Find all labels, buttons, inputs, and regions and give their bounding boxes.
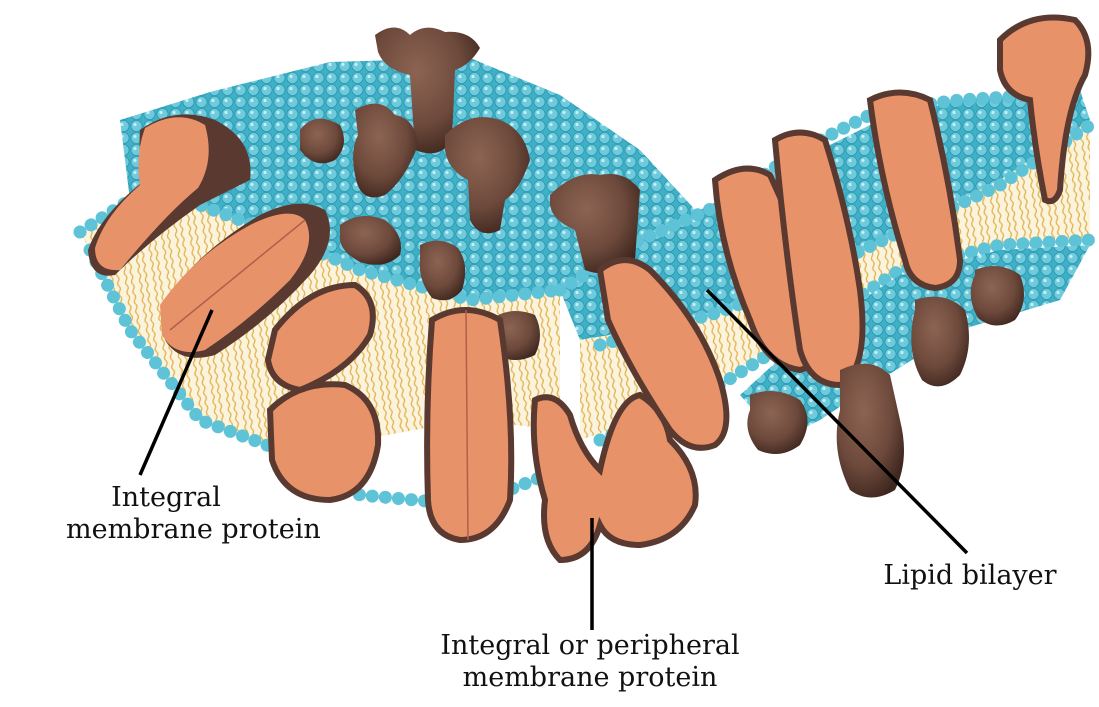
underside-protein-1 [747, 391, 807, 454]
underside-protein-3 [911, 297, 969, 387]
label-integral-line2: membrane protein [66, 514, 266, 546]
label-integral-line1: Integral [66, 482, 266, 514]
label-peripheral-line2: membrane protein [440, 662, 740, 694]
label-lipid-line1: Lipid bilayer [880, 560, 1060, 592]
surface-protein-cluster-1 [300, 119, 344, 164]
label-peripheral-line1: Integral or peripheral [440, 630, 740, 662]
integral-protein-center-barrel [427, 310, 511, 540]
integral-protein-left-4 [270, 384, 378, 500]
label-integral-or-peripheral-protein: Integral or peripheral membrane protein [440, 630, 740, 694]
label-integral-membrane-protein: Integral membrane protein [66, 482, 266, 546]
label-lipid-bilayer: Lipid bilayer [880, 560, 1060, 592]
underside-protein-4 [971, 266, 1024, 326]
